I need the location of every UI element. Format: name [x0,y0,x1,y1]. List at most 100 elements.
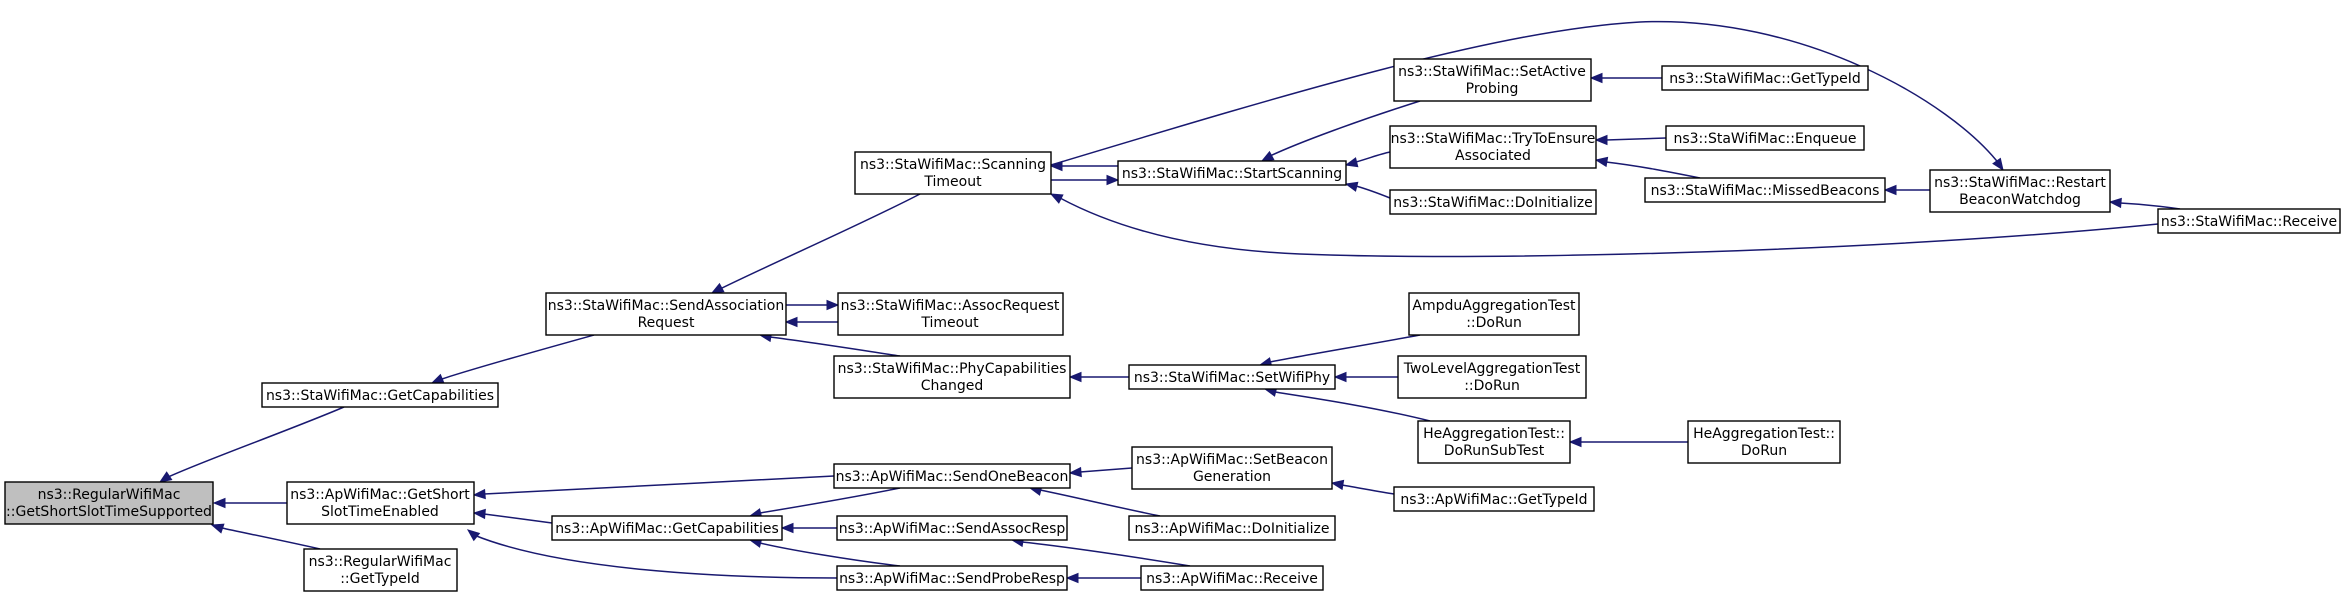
node-stawifimac-sendassociationrequest[interactable]: ns3::StaWifiMac::SendAssociation Request [545,292,787,336]
node-apwifimac-receive[interactable]: ns3::ApWifiMac::Receive [1140,565,1324,591]
node-stawifimac-missedbeacons[interactable]: ns3::StaWifiMac::MissedBeacons [1644,177,1886,203]
call-edge [1341,484,1395,495]
arrowhead [710,282,725,294]
call-edge [1269,100,1421,157]
node-stawifimac-scanningtimeout[interactable]: ns3::StaWifiMac::Scanning Timeout [854,151,1052,195]
node-apwifimac-setbeacongeneration[interactable]: ns3::ApWifiMac::SetBeacon Generation [1131,446,1333,490]
node-label-line: ns3::RegularWifiMac [38,487,181,503]
node-stawifimac-setwifiphy[interactable]: ns3::StaWifiMac::SetWifiPhy [1128,364,1336,390]
arrowhead [784,316,798,328]
node-twolevelaggregationtest-dorun[interactable]: TwoLevelAggregationTest ::DoRun [1397,355,1587,399]
call-edge [1605,161,1701,179]
node-stawifimac-restartbeaconwatchdog[interactable]: ns3::StaWifiMac::Restart BeaconWatchdog [1929,169,2111,213]
call-edge [1355,151,1391,163]
node-label-line: ns3::StaWifiMac::Restart [1934,175,2106,191]
node-heaggregationtest-dorunsubtest[interactable]: HeAggregationTest:: DoRunSubTest [1417,420,1571,464]
call-edge [759,487,901,514]
node-stawifimac-getcapabilities[interactable]: ns3::StaWifiMac::GetCapabilities [261,382,499,408]
call-edge [441,334,595,380]
arrowhead [826,299,840,311]
node-regularwifimac-getshortslottimesupported[interactable]: ns3::RegularWifiMac ::GetShortSlotTimeSu… [4,481,214,525]
node-apwifimac-sendonebeacon[interactable]: ns3::ApWifiMac::SendOneBeacon [833,463,1071,489]
node-label-line: HeAggregationTest:: [1423,426,1565,442]
arrowhead [1594,134,1608,146]
node-label-line: ns3::ApWifiMac::GetCapabilities [555,521,779,537]
arrowhead [210,523,225,534]
arrowhead [472,488,486,500]
node-ampduaggregationtest-dorun[interactable]: AmpduAggregationTest ::DoRun [1408,292,1580,336]
node-label-line: ns3::StaWifiMac::Receive [2161,214,2337,230]
node-label-line: ns3::StaWifiMac::AssocRequest [841,298,1060,314]
call-edge [1050,20,2001,166]
node-label-line: ns3::ApWifiMac::SendAssocResp [839,521,1066,537]
call-edge [1059,197,2159,258]
node-label-line: ns3::StaWifiMac::MissedBeacons [1651,183,1880,199]
node-regularwifimac-gettypeid[interactable]: ns3::RegularWifiMac ::GetTypeId [303,548,458,592]
node-apwifimac-sendassocresp[interactable]: ns3::ApWifiMac::SendAssocResp [836,515,1068,541]
node-label-line: ns3::StaWifiMac::PhyCapabilities [838,361,1067,377]
node-stawifimac-gettypeid[interactable]: ns3::StaWifiMac::GetTypeId [1661,65,1869,91]
node-label-line: ::GetShortSlotTimeSupported [6,504,212,520]
arrowhead [1344,157,1359,168]
node-label-line: ns3::ApWifiMac::SendProbeResp [839,571,1065,587]
node-label-line: Changed [921,378,984,394]
node-stawifimac-receive[interactable]: ns3::StaWifiMac::Receive [2157,208,2341,234]
node-label-line: DoRunSubTest [1444,443,1545,459]
arrowhead [1992,157,2004,172]
node-label-line: ns3::StaWifiMac::SetActive [1398,64,1586,80]
call-edge [1605,137,1667,141]
node-stawifimac-doinitialize[interactable]: ns3::StaWifiMac::DoInitialize [1389,189,1597,215]
node-stawifimac-trytoensureassociated[interactable]: ns3::StaWifiMac::TryToEnsure Associated [1389,125,1597,169]
call-edge [221,527,321,550]
node-label-line: SlotTimeEnabled [321,504,439,520]
node-label-line: ns3::StaWifiMac::DoInitialize [1393,195,1592,211]
call-edge [1355,185,1391,199]
arrowhead [1330,479,1345,491]
arrowhead [780,522,794,534]
node-apwifimac-doinitialize[interactable]: ns3::ApWifiMac::DoInitialize [1128,515,1336,541]
arrowhead [1260,150,1275,162]
node-stawifimac-phycapabilitieschanged[interactable]: ns3::StaWifiMac::PhyCapabilities Changed [833,355,1071,399]
arrowhead [1106,174,1120,186]
call-edge [1079,467,1133,473]
node-stawifimac-assocrequesttimeout[interactable]: ns3::StaWifiMac::AssocRequest Timeout [837,292,1064,336]
node-label-line: ns3::StaWifiMac::SetWifiPhy [1134,370,1330,386]
call-edge [483,513,553,524]
node-label-line: ::DoRun [1466,315,1522,331]
node-apwifimac-getshortslottimeenabled[interactable]: ns3::ApWifiMac::GetShort SlotTimeEnabled [286,481,475,525]
call-edge [759,542,901,567]
node-label-line: TwoLevelAggregationTest [1403,361,1581,377]
node-label-line: Timeout [923,174,982,190]
call-edge [2119,202,2181,210]
node-label-line: Associated [1455,148,1531,164]
arrowhead [1883,184,1897,196]
node-label-line: ns3::ApWifiMac::SendOneBeacon [836,469,1069,485]
node-stawifimac-startscanning[interactable]: ns3::StaWifiMac::StartScanning [1117,160,1347,186]
call-edge [769,336,901,357]
node-label-line: ns3::ApWifiMac::GetShort [290,487,470,503]
arrowhead [1049,193,1064,204]
arrowhead [1065,572,1079,584]
call-edge [165,406,345,479]
call-edge [1274,391,1431,422]
node-apwifimac-getcapabilities[interactable]: ns3::ApWifiMac::GetCapabilities [551,515,783,541]
node-heaggregationtest-dorun[interactable]: HeAggregationTest:: DoRun [1687,420,1841,464]
node-label-line: ns3::ApWifiMac::GetTypeId [1400,492,1587,508]
arrowhead [466,529,481,542]
arrowhead [1344,181,1359,192]
node-label-line: AmpduAggregationTest [1412,298,1576,314]
nodes-layer: ns3::RegularWifiMac ::GetShortSlotTimeSu… [4,58,2341,592]
node-label-line: Probing [1466,81,1519,97]
call-edge [1021,541,1191,567]
call-edge [719,193,921,290]
node-stawifimac-enqueue[interactable]: ns3::StaWifiMac::Enqueue [1665,125,1865,151]
node-label-line: Timeout [920,315,979,331]
call-edge [473,534,838,579]
node-stawifimac-setactiveprobing[interactable]: ns3::StaWifiMac::SetActive Probing [1393,58,1592,102]
node-label-line: BeaconWatchdog [1959,192,2081,208]
node-label-line: HeAggregationTest:: [1693,426,1835,442]
node-apwifimac-sendproberesp[interactable]: ns3::ApWifiMac::SendProbeResp [836,565,1068,591]
node-label-line: ns3::StaWifiMac::StartScanning [1122,166,1342,182]
node-apwifimac-gettypeid[interactable]: ns3::ApWifiMac::GetTypeId [1393,486,1595,512]
